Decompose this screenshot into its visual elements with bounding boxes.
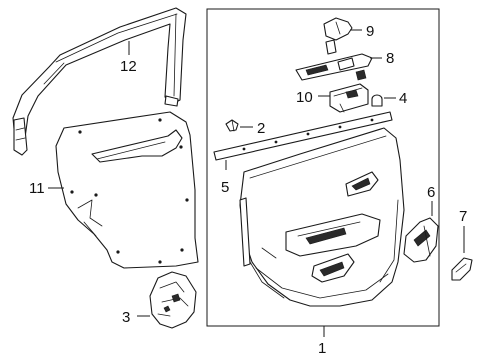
part-7-cover — [451, 257, 473, 281]
part-3-bracket — [149, 271, 197, 329]
part-8-switch-bezel — [295, 53, 373, 81]
callout-3: 3 — [122, 309, 130, 326]
callout-7: 7 — [459, 208, 467, 225]
assembly-frame — [206, 8, 440, 327]
door-trim-panel — [239, 127, 405, 307]
part-11-water-deflector — [55, 111, 199, 269]
callout-4: 4 — [399, 90, 407, 107]
part-10-window-switch — [329, 83, 369, 113]
part-2-push-pin — [225, 119, 239, 132]
callout-1: 1 — [318, 340, 326, 357]
callout-9: 9 — [366, 23, 374, 40]
part-4-clip — [371, 94, 383, 107]
callout-2: 2 — [257, 120, 265, 137]
callout-5: 5 — [221, 179, 229, 196]
callout-10: 10 — [296, 89, 313, 106]
callout-12: 12 — [120, 58, 137, 75]
part-12-weatherstrip — [12, 7, 187, 156]
part-6-inside-handle — [403, 217, 439, 263]
callout-11: 11 — [29, 180, 45, 197]
callout-8: 8 — [386, 50, 394, 67]
part-9-bezel-cap — [323, 17, 353, 55]
part-5-beltline-strip — [213, 111, 393, 161]
callout-6: 6 — [427, 184, 435, 201]
